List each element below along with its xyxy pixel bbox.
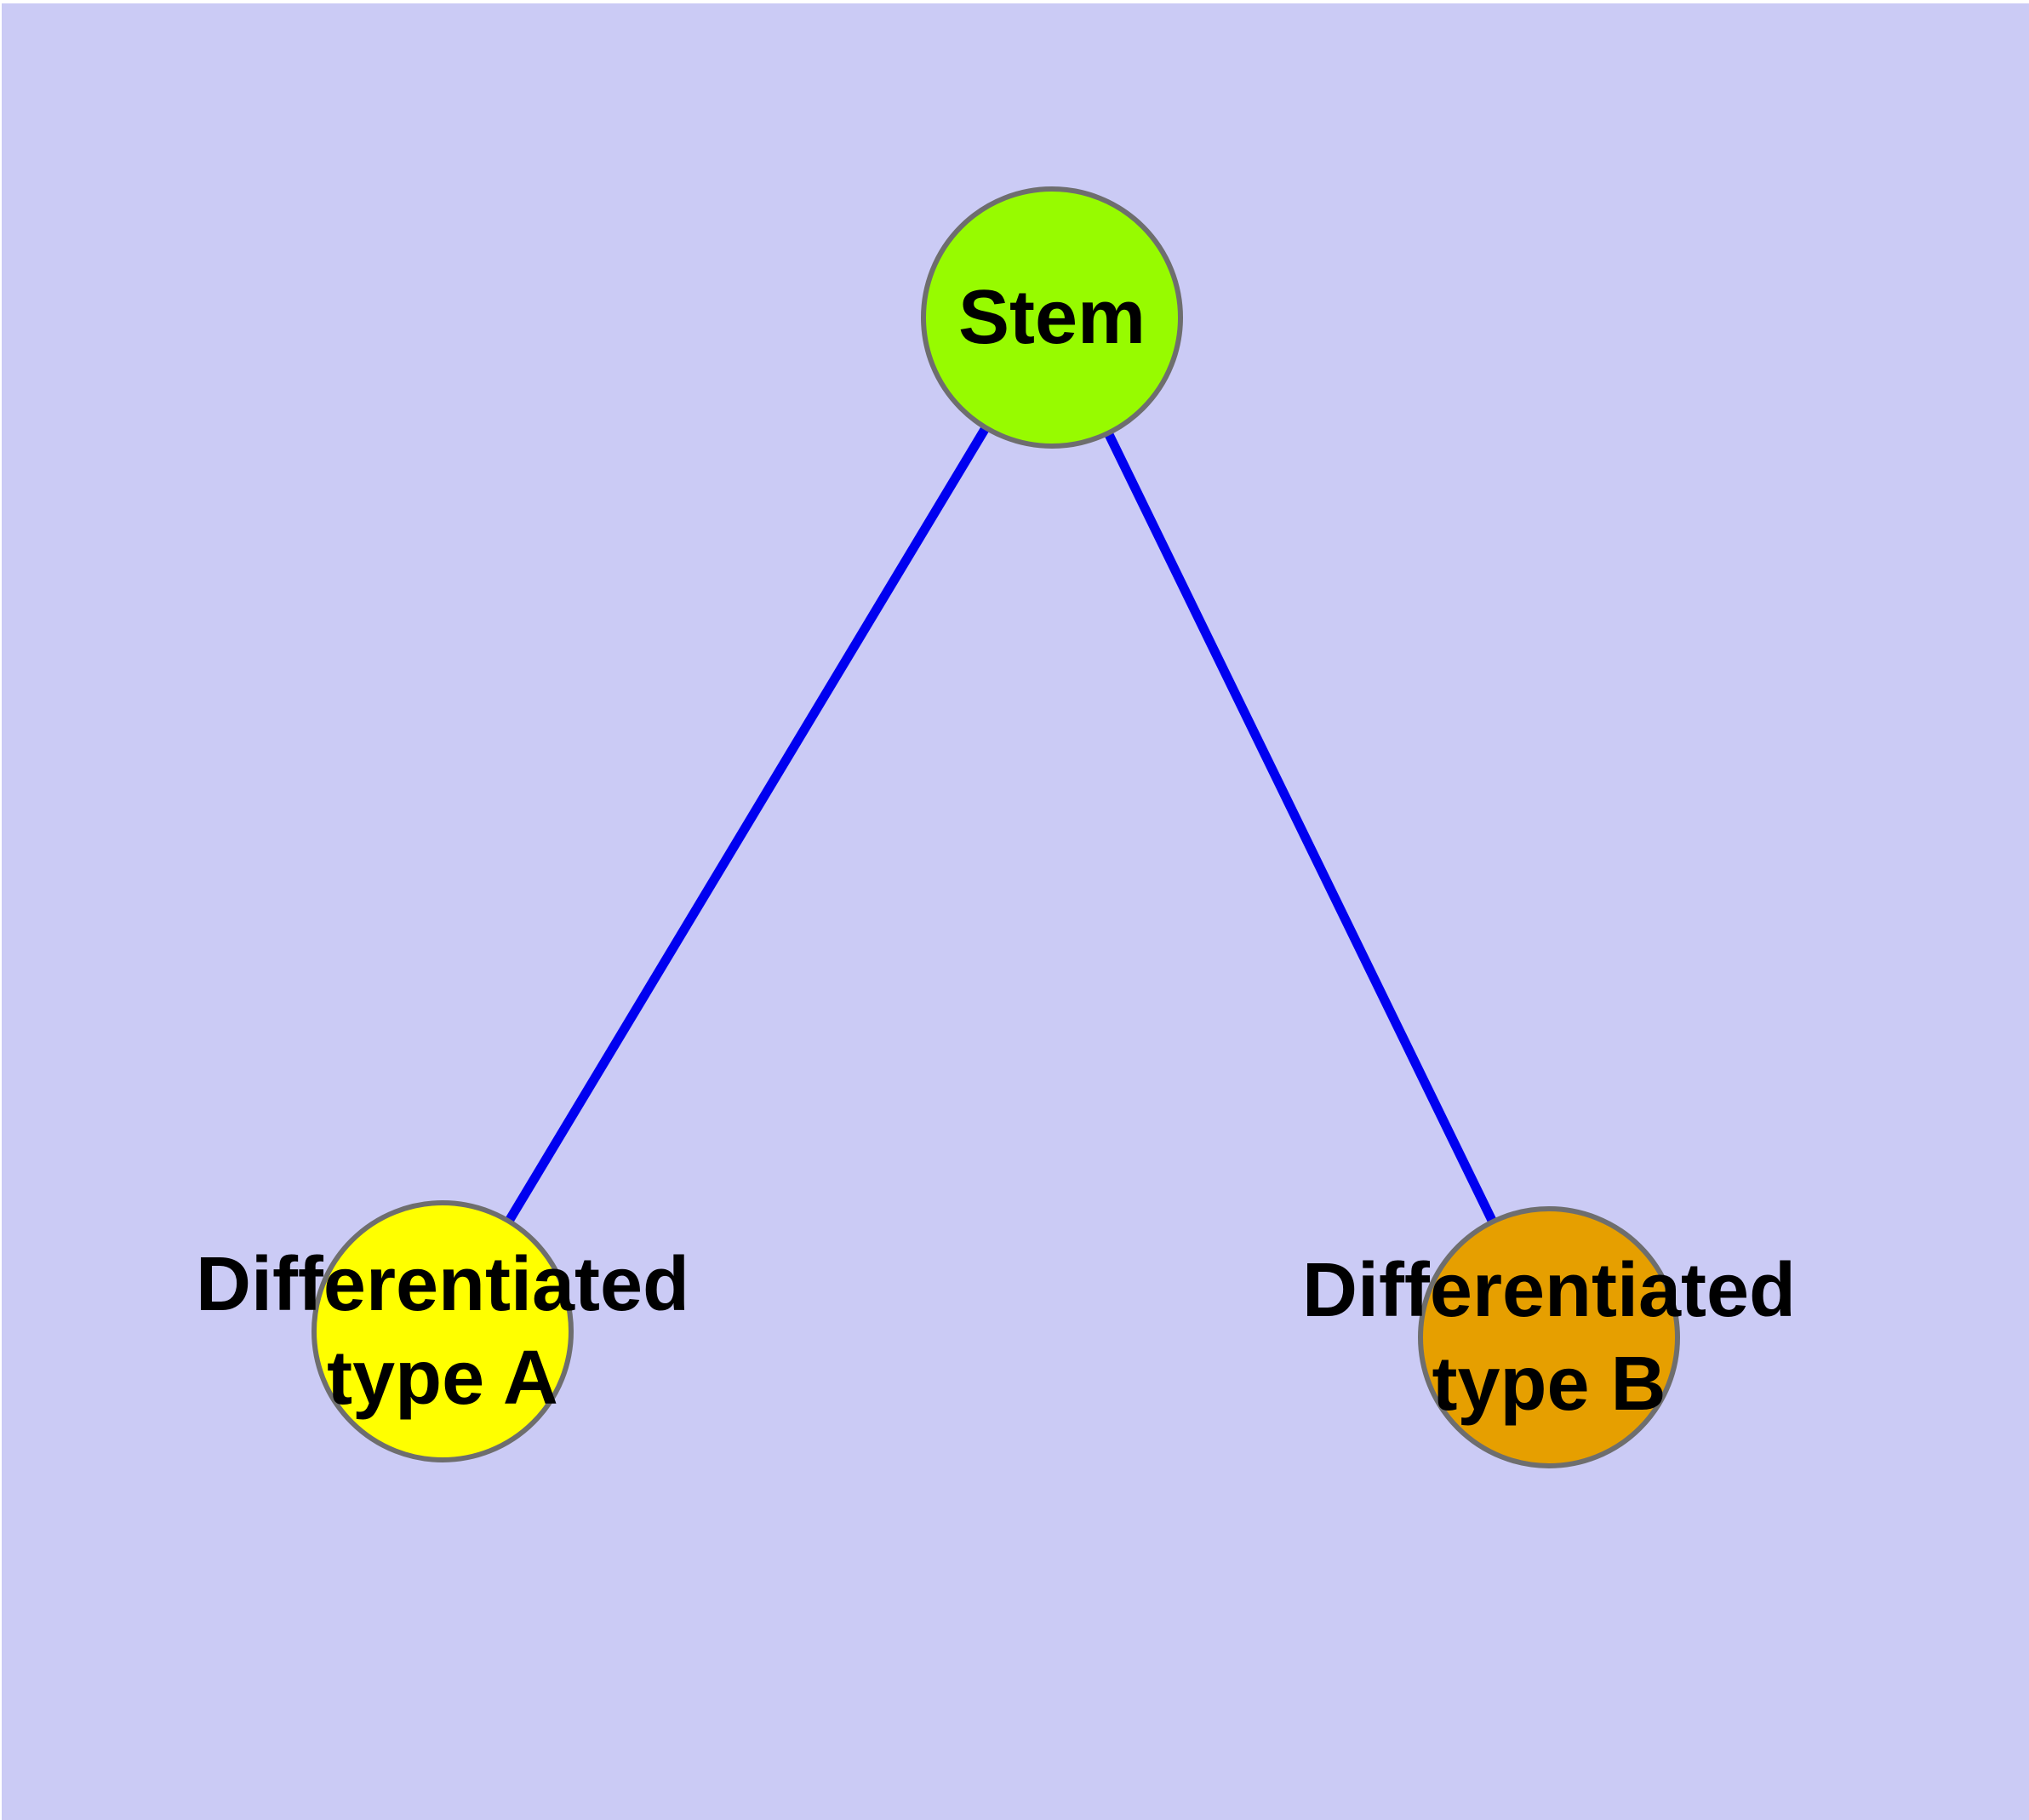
node-diff-type-a-label-line-2: type A (327, 1336, 558, 1421)
edge-stem-to-diff-type-a (438, 315, 1056, 1334)
node-diff-type-a-circle (311, 1200, 574, 1462)
node-diff-type-a-label-line-1: Differentiated (196, 1242, 689, 1327)
node-stem-circle (921, 186, 1183, 449)
edge-stem-to-diff-type-b (1048, 315, 1553, 1340)
node-stem-label-line-1: Stem (958, 275, 1146, 360)
node-diff-type-b-label-line-1: Differentiated (1302, 1248, 1796, 1333)
node-diff-type-b-label-line-2: type B (1432, 1342, 1666, 1427)
node-diff-type-b-circle (1418, 1206, 1680, 1468)
